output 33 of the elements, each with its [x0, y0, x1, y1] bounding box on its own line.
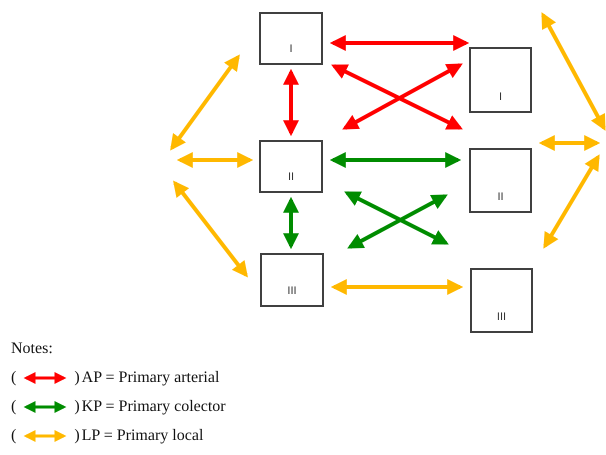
legend-text: LP = Primary local [82, 426, 204, 446]
paren: ) [74, 397, 80, 417]
box-label: III [287, 286, 297, 297]
double-arrow [170, 54, 240, 151]
double-arrow [541, 12, 606, 131]
box-label: I [498, 92, 502, 103]
square-box [259, 140, 323, 193]
legend-text: KP = Primary colector [82, 397, 226, 417]
notes-heading: Notes: [11, 339, 53, 359]
paren: ) [74, 368, 80, 388]
box-label: III [496, 312, 506, 323]
double-arrow [330, 35, 470, 51]
square-box [469, 47, 532, 113]
square-box [259, 12, 323, 65]
legend-text: AP = Primary arterial [82, 368, 220, 388]
box-label: I [289, 44, 293, 55]
square-box [469, 148, 532, 213]
double-arrow [538, 135, 600, 151]
paren: ( [11, 368, 16, 388]
double-arrow [543, 154, 600, 249]
paren: ( [11, 397, 16, 417]
double-arrow [173, 180, 248, 278]
double-arrow [330, 279, 464, 295]
paren: ) [74, 426, 80, 446]
box-label: II [497, 192, 504, 203]
box-label: II [288, 172, 294, 183]
square-box [260, 253, 324, 307]
double-arrow [330, 152, 462, 168]
double-arrow [283, 68, 299, 136]
double-arrow [176, 152, 254, 168]
paren: ( [11, 426, 16, 446]
double-arrow [283, 196, 299, 250]
square-box [470, 268, 533, 333]
